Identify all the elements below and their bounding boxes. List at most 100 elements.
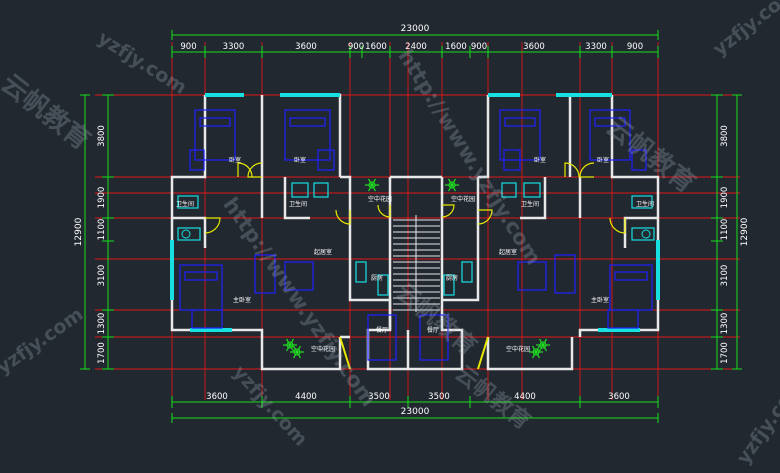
left-dim-label: 1100 [97, 219, 107, 241]
toilet-l [181, 229, 191, 239]
plant-core-l [367, 184, 373, 192]
label-living-room-r: 起居室 [499, 248, 517, 256]
desk-master-l [191, 309, 223, 329]
right-garden-wall [486, 337, 574, 371]
label-bedroom-r1: 卧室 [534, 156, 546, 164]
right-dim-label: 3800 [720, 125, 730, 147]
door-bath-r [609, 217, 626, 234]
left-core-wall [340, 175, 352, 240]
plant-core-l [367, 178, 373, 186]
top-dim-label: 900 [471, 42, 487, 52]
kitchen-stove-l [377, 274, 389, 296]
pillow [614, 271, 648, 281]
top-dim-label: 900 [348, 42, 364, 52]
right-kitchen-wall [442, 240, 480, 302]
pillow [199, 117, 231, 127]
washbasin-r [631, 195, 653, 209]
door-bath-l [204, 217, 221, 234]
kitchen-stove-r [443, 274, 455, 296]
plant-core-l [371, 178, 377, 186]
right-unit-outer-wall [610, 95, 660, 332]
top-dim-label: 1600 [445, 42, 467, 52]
left-total-label: 12900 [74, 217, 84, 246]
label-sky-garden-l: 空中花园 [311, 345, 335, 353]
top-dim-label: 1600 [365, 42, 387, 52]
left-dim-label: 1300 [97, 313, 107, 335]
label-dining-l: 餐厅 [376, 326, 388, 334]
right-dim-label: 1300 [720, 313, 730, 335]
wardrobe-l1 [189, 149, 205, 171]
plant-core-r [447, 184, 453, 192]
table-living-r [517, 261, 547, 291]
top-dim-label: 3300 [223, 42, 245, 52]
bath-fixture-r2 [501, 182, 517, 198]
fixtures [177, 182, 655, 296]
bed-bedroom-l2 [284, 109, 331, 161]
right-small-bath-wall [520, 177, 547, 220]
plant-garden-r2 [539, 341, 547, 349]
toilet-r [641, 229, 651, 239]
left-bedroom2-north-wall [280, 93, 342, 177]
bottom-dim-label: 3600 [608, 392, 630, 402]
sofa-living-r [554, 254, 576, 294]
left-dim-label: 1900 [97, 187, 107, 209]
bath-sink-l [177, 227, 201, 241]
label-bathroom-r2: 卫生间 [521, 200, 539, 208]
label-bathroom-l2: 卫生间 [289, 200, 307, 208]
stair-wall-right [408, 177, 464, 371]
wardrobe-r1 [503, 149, 521, 171]
bottom-dim-label: 4400 [514, 392, 536, 402]
plant-core-l [368, 181, 376, 189]
stair-wall-left [366, 177, 408, 371]
kitchen-counter-r [461, 261, 473, 283]
left-dim-label: 3800 [97, 125, 107, 147]
plant-core-r [448, 181, 456, 189]
table-dining-r [419, 314, 449, 361]
door-core-r [477, 209, 493, 225]
washbasin-l [177, 195, 199, 209]
right-bath-wall [623, 216, 658, 248]
right-dim-label: 1100 [720, 219, 730, 241]
bath-fixture-l1 [291, 182, 309, 198]
plant-core-r [451, 184, 457, 192]
door-bedroom-r2 [579, 162, 595, 178]
top-total-label: 23000 [401, 24, 430, 34]
plant-garden-l2 [286, 341, 294, 349]
bottom-dim-label: 3600 [206, 392, 228, 402]
bath-fixture-l2 [313, 182, 329, 198]
label-master-bedroom-l: 主卧室 [233, 296, 251, 304]
desk-master-r [607, 309, 639, 329]
label-sky-garden-core-l: 空中花园 [368, 195, 392, 203]
label-bedroom-l1: 卧室 [229, 156, 241, 164]
label-sky-garden-r: 空中花园 [506, 345, 530, 353]
label-sky-garden-core-r: 空中花园 [451, 195, 475, 203]
door-bedroom-l2 [247, 162, 263, 178]
label-kitchen-l: 厨房 [371, 274, 383, 282]
right-dim-label: 3100 [720, 265, 730, 287]
right-unit-wall-south [578, 328, 598, 337]
table-dining-l [367, 314, 397, 361]
room-labels: 卧室卧室卧室卧室卫生间卫生间卫生间卫生间主卧室主卧室起居室起居室厨房厨房餐厅餐厅… [176, 156, 654, 353]
door-bedroom-r1 [564, 162, 580, 178]
staircase [393, 215, 440, 312]
plants [283, 178, 550, 359]
left-dim-label: 3100 [97, 265, 107, 287]
axis-grid [95, 42, 740, 400]
door-stair-r [441, 204, 455, 218]
plant-garden-r [532, 348, 540, 356]
left-unit-wall-south [232, 328, 264, 337]
left-small-bath-wall [283, 177, 310, 220]
door-garden-l [339, 336, 351, 370]
door-bedroom-l1 [237, 162, 253, 178]
pillow [184, 271, 218, 281]
left-kitchen-wall [348, 240, 392, 330]
top-dim-label: 3300 [585, 42, 607, 52]
left-garden-wall [260, 337, 342, 371]
sofa-living-l [254, 254, 276, 294]
plant-core-r [447, 178, 453, 186]
top-dim-label: 3600 [523, 42, 545, 52]
furniture [179, 109, 653, 361]
pillow [504, 117, 536, 127]
kitchen-counter-l [355, 261, 367, 283]
door-garden-r [477, 336, 489, 370]
